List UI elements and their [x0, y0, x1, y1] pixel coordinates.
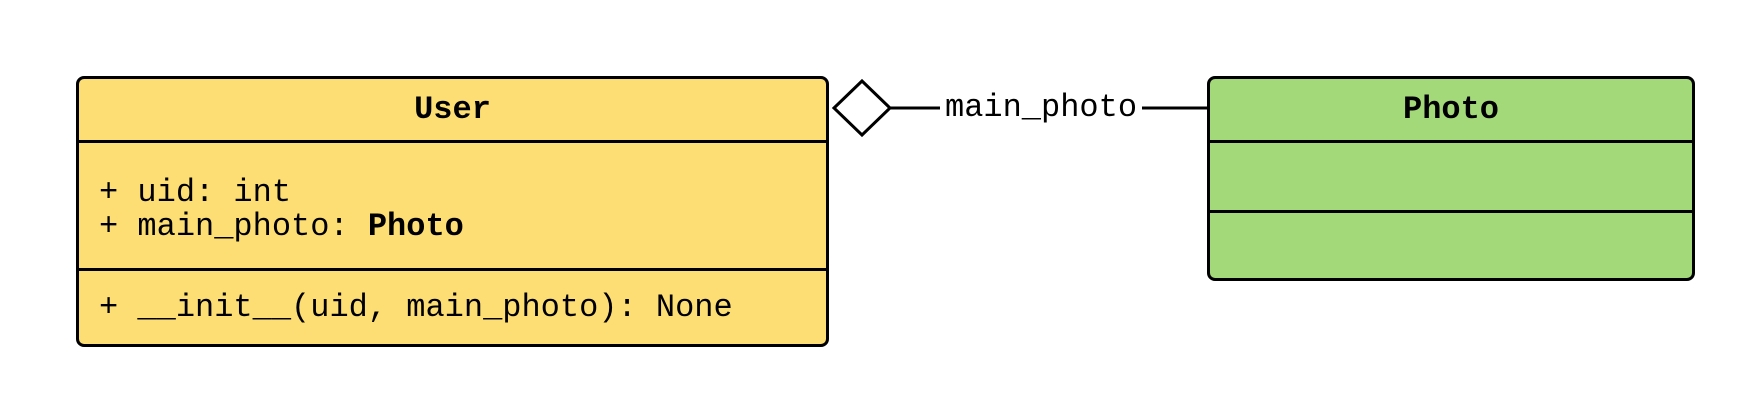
divider: [79, 268, 826, 271]
aggregation-diamond-icon: [831, 78, 893, 138]
attribute-main-photo: + main_photo: Photo: [99, 210, 464, 244]
class-title: Photo: [1402, 91, 1499, 128]
attribute-type: int: [233, 174, 292, 211]
divider: [1210, 140, 1692, 143]
attribute-name: + uid:: [99, 174, 234, 211]
divider: [1210, 210, 1692, 213]
class-user[interactable]: User + uid: int + main_photo: Photo + __…: [76, 76, 829, 347]
divider: [79, 140, 826, 143]
class-photo[interactable]: Photo: [1207, 76, 1695, 281]
attribute-name: + main_photo:: [99, 208, 368, 245]
relationship-label: main_photo: [940, 90, 1142, 126]
method-init: + __init__(uid, main_photo): None: [99, 289, 733, 326]
attribute-type: Photo: [367, 208, 464, 245]
attribute-uid: + uid: int: [99, 176, 291, 210]
class-title: User: [414, 91, 491, 128]
